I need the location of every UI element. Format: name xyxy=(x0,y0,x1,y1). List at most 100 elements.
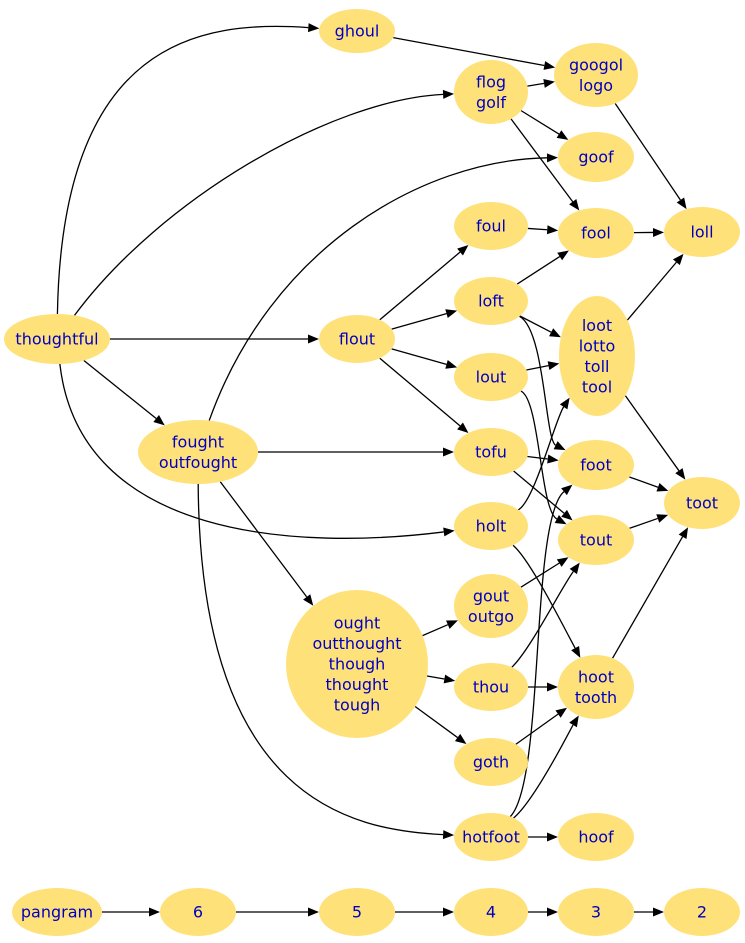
node-ellipse xyxy=(558,440,634,490)
node-thou[interactable]: thou xyxy=(454,663,528,711)
edge-thoughtful-to-ghoul xyxy=(56,25,309,315)
edge-fought_group-to-goof xyxy=(208,157,548,421)
edge-thoughtful-to-fought_group xyxy=(83,360,157,419)
node-label: foul xyxy=(476,217,506,236)
node-label: goof xyxy=(578,148,614,167)
node-tofu[interactable]: tofu xyxy=(454,428,528,476)
edge-flog_golf-to-googol_logo xyxy=(527,82,545,87)
arrowhead-holt-to-loot_group xyxy=(559,397,570,410)
arrowhead-googol_logo-to-loll xyxy=(676,197,687,210)
edge-ought_group-to-goth xyxy=(414,705,458,739)
node-label: googol xyxy=(569,55,623,74)
node-fool[interactable]: fool xyxy=(558,208,634,258)
node-label: tofu xyxy=(475,443,507,462)
node-label: lout xyxy=(476,368,507,387)
arrowhead-hoot_tooth-to-toot xyxy=(678,527,689,539)
node-label: 2 xyxy=(697,903,707,922)
edge-loft-to-loot_group xyxy=(519,315,552,333)
arrowhead-pangram-to-n6 xyxy=(149,907,160,917)
node-label: toot xyxy=(686,494,718,513)
node-ellipse xyxy=(12,888,102,936)
node-lout[interactable]: lout xyxy=(454,353,528,401)
node-ellipse xyxy=(454,353,528,401)
node-label: foot xyxy=(580,456,611,475)
edge-holt-to-loot_group xyxy=(517,406,565,511)
node-label: lotto xyxy=(579,336,616,355)
node-label: 5 xyxy=(352,903,362,922)
arrowhead-flog_golf-to-goof xyxy=(556,130,569,140)
arrowhead-flout-to-lout xyxy=(445,360,458,369)
node-holt[interactable]: holt xyxy=(454,502,528,550)
arrowhead-flog_golf-to-fool xyxy=(569,199,580,211)
node-ghoul[interactable]: ghoul xyxy=(319,9,395,53)
node-label: loll xyxy=(690,223,713,242)
node-n4[interactable]: 4 xyxy=(454,888,528,936)
node-n5[interactable]: 5 xyxy=(319,888,395,936)
edge-foul-to-fool xyxy=(527,227,548,231)
edge-foot-to-toot xyxy=(629,476,659,488)
node-label: flout xyxy=(339,330,375,349)
node-label: toll xyxy=(585,357,610,376)
arrowhead-gout_outgo-to-tout xyxy=(556,557,569,567)
arrowhead-loft-to-foot xyxy=(553,441,566,451)
node-ellipse xyxy=(454,502,528,550)
edges-layer xyxy=(56,23,689,917)
edge-flout-to-tofu xyxy=(379,357,461,427)
arrowhead-fought_group-to-ought_group xyxy=(303,594,314,606)
node-thoughtful[interactable]: thoughtful xyxy=(4,314,110,364)
node-tout[interactable]: tout xyxy=(558,515,634,565)
node-foot[interactable]: foot xyxy=(558,440,634,490)
node-label: tough xyxy=(334,696,381,715)
node-ellipse xyxy=(454,813,528,861)
edge-loot_group-to-loll xyxy=(626,261,677,321)
node-foul[interactable]: foul xyxy=(454,202,528,250)
node-label: ought xyxy=(334,614,381,633)
node-n3[interactable]: 3 xyxy=(558,888,634,936)
node-ellipse xyxy=(319,888,395,936)
node-ellipse xyxy=(664,207,740,257)
node-ellipse xyxy=(559,296,635,416)
node-ellipse xyxy=(664,477,740,529)
node-label: tout xyxy=(580,531,612,550)
node-loll[interactable]: loll xyxy=(664,207,740,257)
edge-hoot_tooth-to-toot xyxy=(612,536,684,659)
arrowhead-n3-to-n2 xyxy=(653,907,664,917)
edge-fought_group-to-hotfoot xyxy=(197,483,444,836)
arrowhead-thoughtful-to-holt xyxy=(443,527,455,537)
edge-goth-to-hoot_tooth xyxy=(515,713,559,745)
edge-thou-to-tout xyxy=(511,571,574,668)
node-flout[interactable]: flout xyxy=(319,315,395,363)
arrowhead-flout-to-foul xyxy=(457,245,469,256)
node-label: goth xyxy=(473,753,509,772)
edge-hotfoot-to-hoot_tooth xyxy=(513,724,574,819)
node-label: hotfoot xyxy=(462,828,520,847)
arrowhead-thoughtful-to-flog_golf xyxy=(442,89,455,99)
node-loft[interactable]: loft xyxy=(454,277,528,325)
node-n2[interactable]: 2 xyxy=(664,888,740,936)
node-pangram[interactable]: pangram xyxy=(12,888,102,936)
arrowhead-hotfoot-to-hoot_tooth xyxy=(569,715,579,728)
node-hotfoot[interactable]: hotfoot xyxy=(454,813,528,861)
node-n6[interactable]: 6 xyxy=(160,888,236,936)
arrowhead-flout-to-tofu xyxy=(457,422,469,433)
node-goth[interactable]: goth xyxy=(454,738,528,786)
node-toot[interactable]: toot xyxy=(664,477,740,529)
edge-flout-to-foul xyxy=(379,251,461,321)
node-goof[interactable]: goof xyxy=(558,132,634,182)
edge-ought_group-to-thou xyxy=(426,675,445,680)
edge-loot_group-to-toot xyxy=(624,395,680,472)
edge-lout-to-tout xyxy=(520,390,558,520)
node-ellipse xyxy=(4,314,110,364)
node-ellipse xyxy=(454,202,528,250)
node-hoof[interactable]: hoof xyxy=(558,813,634,861)
arrowhead-loft-to-fool xyxy=(557,250,569,261)
node-label: fool xyxy=(581,224,611,243)
edge-flog_golf-to-goof xyxy=(520,110,560,135)
